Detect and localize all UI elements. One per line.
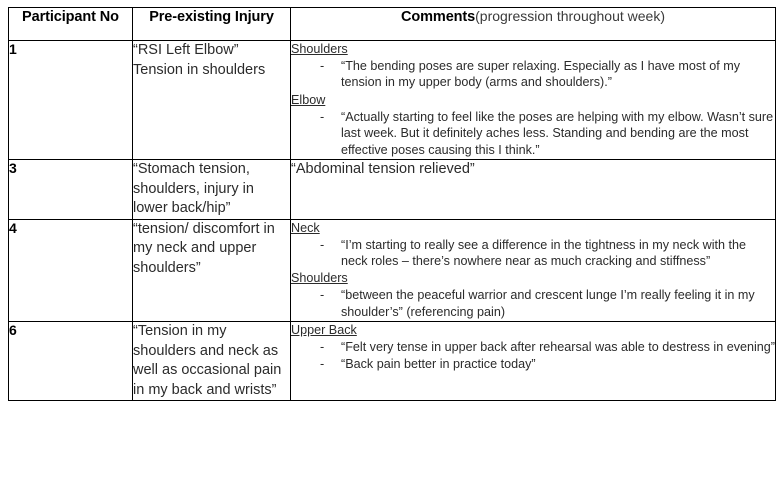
cell-participant-no: 3	[8, 159, 133, 220]
cell-pre-existing-injury: “tension/ discomfort in my neck and uppe…	[132, 218, 291, 323]
comment-plain-text: “Abdominal tension relieved”	[291, 161, 475, 178]
participant-number-value: 3	[9, 160, 17, 177]
comment-item-text: “The bending poses are super relaxing. E…	[341, 59, 741, 90]
table-header: Participant No Pre-existing Injury Comme…	[8, 7, 776, 41]
comment-item-list: - “between the peaceful warrior and cresc…	[291, 287, 775, 320]
cell-comments: “Abdominal tension relieved”	[290, 159, 776, 220]
cell-comments: Shoulders - “The bending poses are super …	[290, 39, 776, 161]
comment-block: Shoulders - “between the peaceful warrior…	[291, 270, 775, 320]
comment-block-heading: Shoulders	[291, 42, 348, 56]
comment-item-list: - “Felt very tense in upper back after re…	[291, 339, 775, 372]
list-item: - “I’m starting to really see a differenc…	[291, 237, 775, 270]
cell-participant-no: 1	[8, 39, 133, 161]
pre-existing-injury-value: “Stomach tension, shoulders, injury in l…	[133, 161, 254, 217]
dash-bullet-icon: -	[320, 237, 325, 252]
column-header-comments: Comments(progression throughout week)	[290, 7, 776, 41]
list-item: - “Felt very tense in upper back after re…	[291, 339, 775, 355]
column-header-participant-no-label: Participant No	[22, 9, 119, 25]
cell-participant-no: 6	[8, 321, 133, 402]
cell-pre-existing-injury: “Tension in my shoulders and neck as wel…	[132, 321, 291, 402]
participant-number-value: 4	[9, 219, 17, 236]
comment-block-heading: Elbow	[291, 92, 326, 107]
column-header-pre-existing-injury-label: Pre-existing Injury	[149, 9, 274, 25]
cell-participant-no: 4	[8, 218, 133, 323]
comment-block: Elbow - “Actually starting to feel like t…	[291, 92, 775, 158]
comment-item-list: - “The bending poses are super relaxing. …	[291, 58, 775, 91]
comment-block-heading: Shoulders	[291, 271, 348, 286]
dash-bullet-icon: -	[320, 59, 325, 73]
column-header-pre-existing-injury: Pre-existing Injury	[132, 7, 291, 41]
comment-item-text: “Back pain better in practice today”	[341, 356, 536, 371]
pre-existing-injury-value: “RSI Left Elbow” Tension in shoulders	[133, 42, 266, 78]
pre-existing-injury-value: “tension/ discomfort in my neck and uppe…	[133, 220, 275, 276]
comment-item-list: - “Actually starting to feel like the pos…	[291, 109, 775, 158]
dash-bullet-icon: -	[320, 340, 325, 355]
comment-item-text: “Felt very tense in upper back after reh…	[341, 340, 776, 355]
list-item: - “Back pain better in practice today”	[291, 356, 775, 372]
table-body: 1 “RSI Left Elbow” Tension in shoulders …	[8, 39, 776, 402]
comment-block-heading: Upper Back	[291, 323, 357, 338]
comment-item-text: “I’m starting to really see a difference…	[341, 237, 747, 268]
cell-comments: Neck - “I’m starting to really see a diff…	[290, 218, 776, 323]
table-row: 3 “Stomach tension, shoulders, injury in…	[8, 159, 776, 220]
cell-pre-existing-injury: “Stomach tension, shoulders, injury in l…	[132, 159, 291, 220]
column-header-comments-note: (progression throughout week)	[475, 8, 666, 24]
cell-comments: Upper Back - “Felt very tense in upper ba…	[290, 321, 776, 402]
column-header-comments-label: Comments	[400, 9, 476, 25]
cell-pre-existing-injury: “RSI Left Elbow” Tension in shoulders	[132, 39, 291, 161]
list-item: - “The bending poses are super relaxing. …	[291, 58, 775, 91]
list-item: - “Actually starting to feel like the pos…	[291, 109, 775, 158]
dash-bullet-icon: -	[320, 288, 325, 303]
comment-block: Upper Back - “Felt very tense in upper ba…	[291, 322, 775, 372]
participant-comments-table: Participant No Pre-existing Injury Comme…	[8, 7, 776, 402]
table-row: 6 “Tension in my shoulders and neck as w…	[8, 321, 776, 402]
comment-item-list: - “I’m starting to really see a differenc…	[291, 237, 775, 270]
list-item: - “between the peaceful warrior and cresc…	[291, 287, 775, 320]
participant-number-value: 6	[9, 322, 17, 339]
table-header-row: Participant No Pre-existing Injury Comme…	[8, 7, 776, 41]
pre-existing-injury-value: “Tension in my shoulders and neck as wel…	[133, 323, 282, 398]
comment-block-heading: Neck	[291, 220, 320, 235]
table-row: 1 “RSI Left Elbow” Tension in shoulders …	[8, 39, 776, 161]
dash-bullet-icon: -	[320, 109, 325, 124]
table-row: 4 “tension/ discomfort in my neck and up…	[8, 218, 776, 323]
participant-number-value: 1	[9, 41, 17, 57]
comment-item-text: “between the peaceful warrior and cresce…	[341, 288, 755, 319]
dash-bullet-icon: -	[320, 356, 325, 371]
comment-item-text: “Actually starting to feel like the pose…	[341, 109, 774, 157]
column-header-participant-no: Participant No	[8, 7, 133, 41]
comment-block: Shoulders - “The bending poses are super …	[291, 41, 775, 91]
comment-block: Neck - “I’m starting to really see a diff…	[291, 220, 775, 270]
